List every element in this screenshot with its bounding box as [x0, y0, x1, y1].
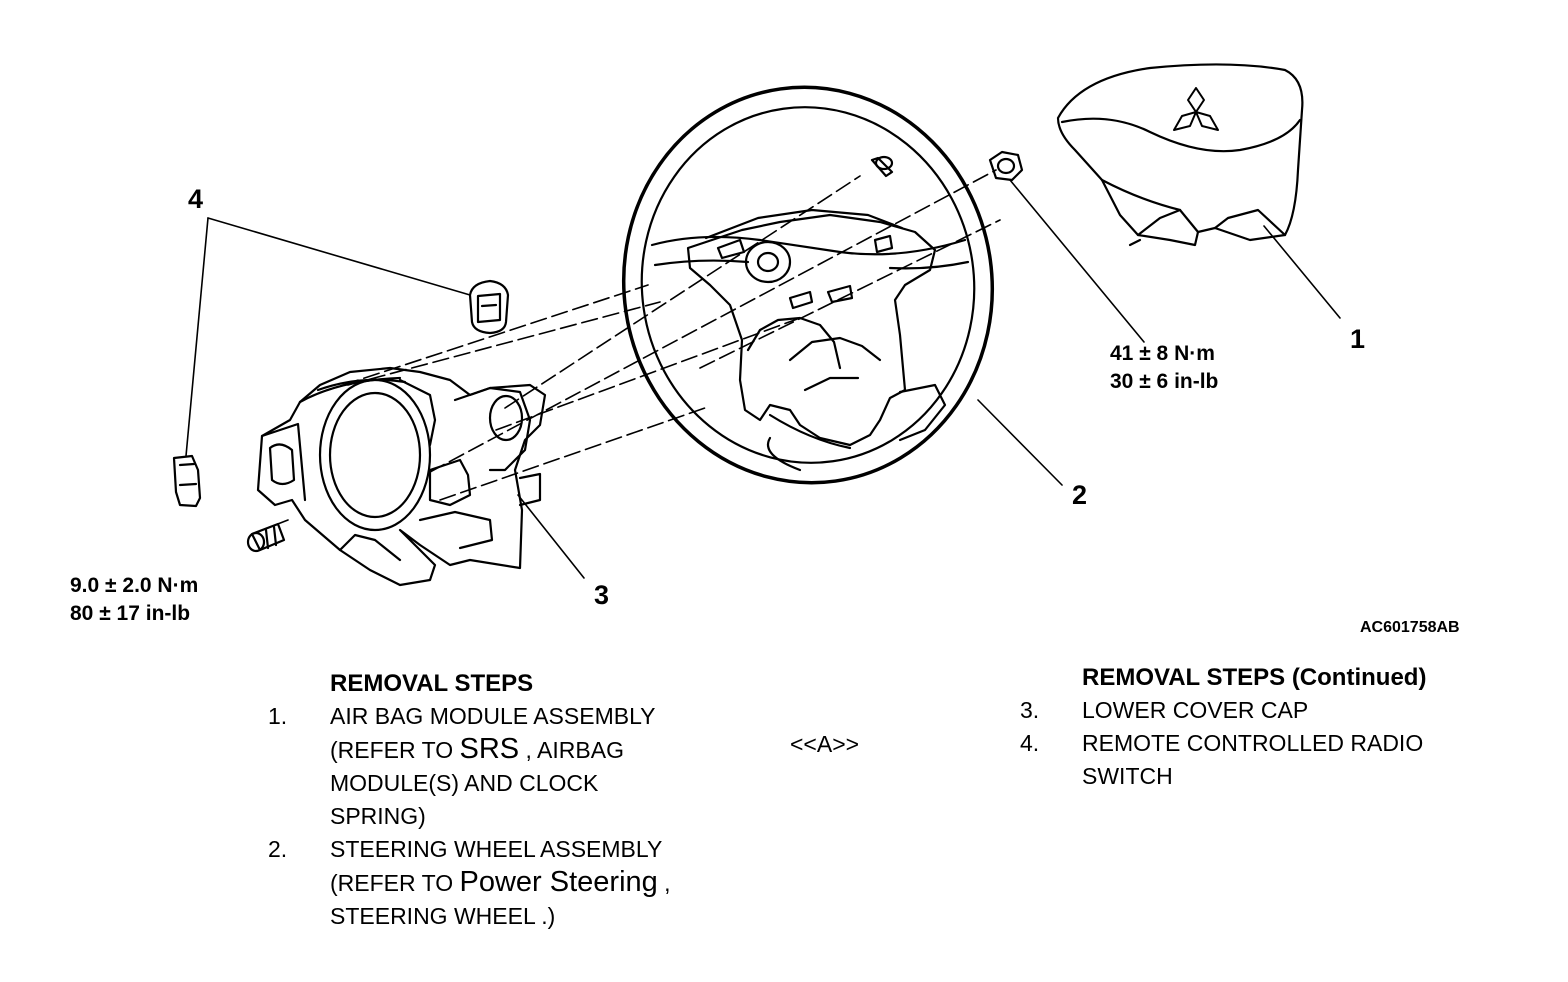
callout-1: 1: [1350, 324, 1366, 354]
ref-prefix: (REFER TO: [330, 870, 460, 896]
procedure-note-a: <<A>>: [790, 731, 860, 757]
srs-reference-link[interactable]: SRS: [459, 733, 520, 765]
step-number: 2.: [268, 836, 288, 862]
remote-controlled-radio-switch: [172, 279, 510, 508]
step-number: 3.: [1020, 697, 1040, 723]
power-steering-reference-link[interactable]: Power Steering: [459, 866, 658, 898]
steering-wheel-nut: [988, 150, 1024, 182]
torque-imperial: 30 ± 6 in-lb: [1110, 370, 1219, 393]
callout-4: 4: [188, 184, 204, 214]
step-text: STEERING WHEEL ASSEMBLY: [330, 836, 663, 862]
steering-wheel-assembly: [621, 85, 995, 485]
exploded-view-diagram: [172, 63, 1341, 587]
callout-2: 2: [1072, 480, 1088, 510]
removal-steps: REMOVAL STEPS 1. AIR BAG MODULE ASSEMBLY…: [268, 667, 768, 933]
step-text: MODULE(S) AND CLOCK: [330, 770, 599, 796]
torque-metric: 41 ± 8 N·m: [1110, 342, 1215, 365]
removal-steps-heading: REMOVAL STEPS: [330, 670, 534, 697]
step-number: 1.: [268, 703, 288, 729]
removal-step-2: 2. STEERING WHEEL ASSEMBLY (REFER TO Pow…: [268, 833, 768, 933]
step-text: STEERING WHEEL .): [330, 903, 556, 929]
step-text: AIR BAG MODULE ASSEMBLY: [330, 703, 656, 729]
torque-spec-bolt: 9.0 ± 2.0 N·m 80 ± 17 in-lb: [70, 572, 198, 628]
step-number: 4.: [1020, 730, 1040, 756]
ref-suffix: , AIRBAG: [519, 737, 624, 763]
ref-suffix: ,: [657, 870, 671, 896]
wheel-screw: [870, 155, 894, 178]
removal-steps-continued-heading: REMOVAL STEPS (Continued): [1082, 664, 1427, 691]
removal-step-3: 3. LOWER COVER CAP: [1020, 694, 1540, 727]
mitsubishi-three-diamond-icon: [1173, 87, 1219, 131]
figure-code: AC601758AB: [1360, 619, 1460, 636]
leader-lines: [185, 169, 1341, 579]
callout-3: 3: [594, 580, 610, 610]
step-reference: (REFER TO SRS , AIRBAG: [330, 733, 768, 767]
torque-spec-nut: 41 ± 8 N·m 30 ± 6 in-lb: [1110, 340, 1218, 396]
removal-step-4: 4. REMOTE CONTROLLED RADIO SWITCH: [1020, 727, 1540, 793]
step-reference: (REFER TO Power Steering ,: [330, 866, 768, 900]
step-text: LOWER COVER CAP: [1082, 697, 1309, 723]
air-bag-module-assembly: [1056, 63, 1304, 247]
steering-column-cover: [256, 366, 547, 587]
step-text: SPRING): [330, 803, 426, 829]
torque-metric: 9.0 ± 2.0 N·m: [70, 574, 199, 597]
step-text: SWITCH: [1082, 763, 1173, 789]
torque-imperial: 80 ± 17 in-lb: [70, 602, 191, 625]
removal-step-1: 1. AIR BAG MODULE ASSEMBLY (REFER TO SRS…: [268, 700, 768, 833]
ref-prefix: (REFER TO: [330, 737, 460, 763]
removal-steps-continued: REMOVAL STEPS (Continued) 3. LOWER COVER…: [1020, 661, 1540, 793]
step-text: REMOTE CONTROLLED RADIO: [1082, 730, 1424, 756]
